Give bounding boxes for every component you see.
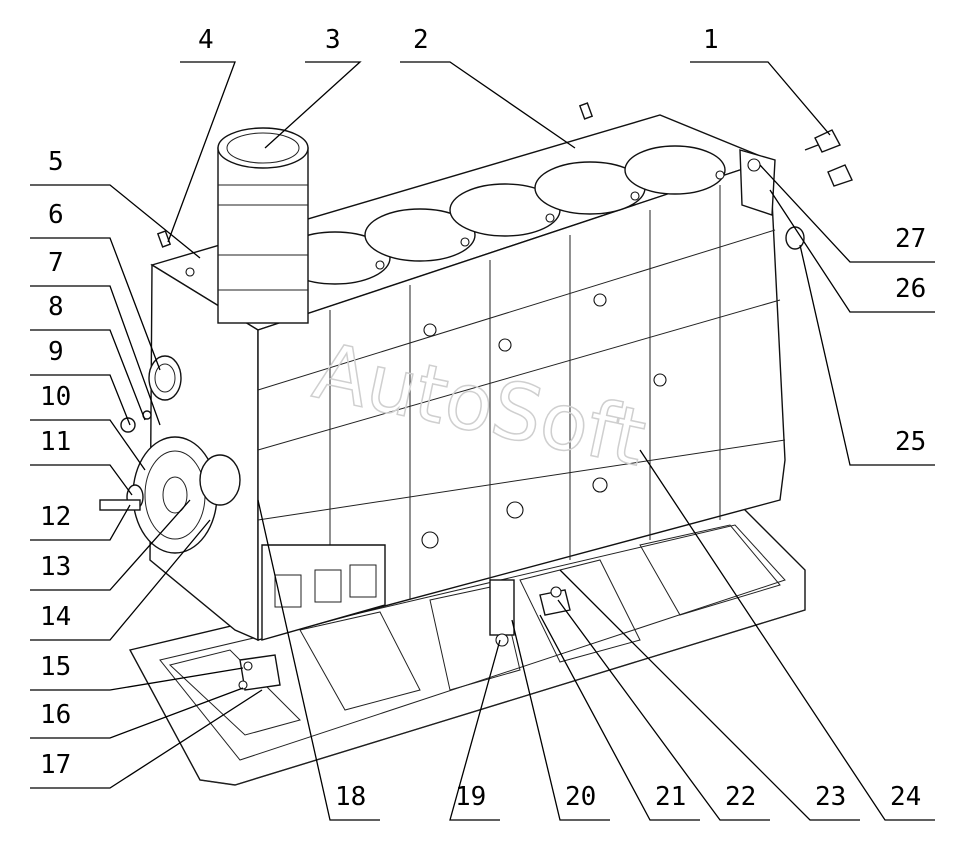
- callout-23: 23: [815, 782, 846, 812]
- callout-22: 22: [725, 782, 756, 812]
- callout-27: 27: [895, 224, 926, 254]
- callout-21: 21: [655, 782, 686, 812]
- callout-1: 1: [703, 25, 719, 55]
- bolt-1b: [827, 164, 853, 187]
- oil-pump-bracket: [238, 654, 281, 691]
- bracket-26-27: [739, 149, 776, 216]
- callout-14: 14: [40, 602, 71, 632]
- leader-lines: [30, 61, 935, 821]
- cylinder-liner: [217, 127, 309, 324]
- callout-16: 16: [40, 700, 71, 730]
- callout-2: 2: [413, 25, 429, 55]
- callout-9: 9: [48, 337, 64, 367]
- callout-17: 17: [40, 750, 71, 780]
- bolt-1a: [804, 129, 841, 153]
- callout-8: 8: [48, 292, 64, 322]
- callout-18: 18: [335, 782, 366, 812]
- seal-8: [120, 417, 136, 433]
- idler-shaft: [99, 484, 144, 511]
- dowel-pin-top: [578, 102, 594, 120]
- callout-12: 12: [40, 502, 71, 532]
- callout-19: 19: [455, 782, 486, 812]
- callout-4: 4: [198, 25, 214, 55]
- callout-11: 11: [40, 427, 71, 457]
- callout-13: 13: [40, 552, 71, 582]
- callout-24: 24: [890, 782, 921, 812]
- dowel-pin-left: [156, 230, 172, 248]
- callout-3: 3: [325, 25, 341, 55]
- gear-hub: [199, 454, 241, 506]
- bushing-6: [148, 355, 182, 401]
- callout-26: 26: [895, 274, 926, 304]
- callout-numbers: 1 2 3 4 5 6 7 8 9 10 11 12 13 14 15 16 1…: [40, 25, 926, 812]
- callout-5: 5: [48, 147, 64, 177]
- callout-20: 20: [565, 782, 596, 812]
- callout-10: 10: [40, 382, 71, 412]
- callout-25: 25: [895, 427, 926, 457]
- callout-7: 7: [48, 248, 64, 278]
- callout-15: 15: [40, 652, 71, 682]
- callout-6: 6: [48, 200, 64, 230]
